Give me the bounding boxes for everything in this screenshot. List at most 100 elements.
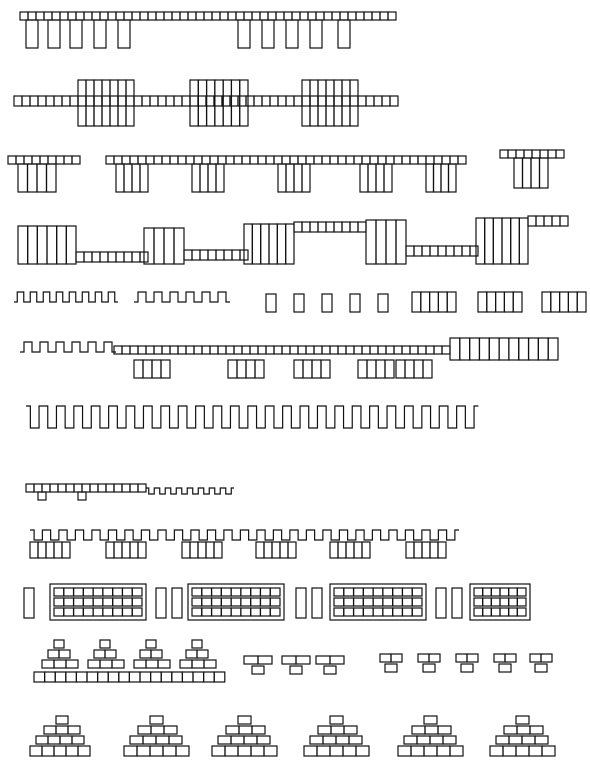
strip-cell (246, 96, 254, 106)
strip-cell (186, 346, 194, 354)
brick (423, 664, 435, 672)
brick (176, 746, 189, 756)
brick (78, 746, 90, 756)
brick (516, 716, 529, 724)
block-bar (228, 360, 237, 378)
brick (93, 598, 103, 606)
strip-cell (386, 346, 394, 354)
strip-cell (426, 156, 434, 164)
brick (424, 716, 437, 724)
block-bar (134, 360, 143, 378)
brick (44, 726, 56, 734)
strip-cell (142, 96, 150, 106)
brick (54, 640, 64, 648)
strip-cell (92, 12, 100, 20)
strip-cell (74, 484, 82, 492)
strip-cell (206, 96, 214, 106)
brick (122, 608, 132, 616)
strip-cell (314, 346, 322, 354)
bar (266, 294, 276, 312)
brick (517, 726, 530, 734)
strip-cell (378, 346, 386, 354)
brick (336, 736, 349, 744)
strip-cell (316, 12, 324, 20)
block-bar (460, 338, 470, 360)
strip-cell (212, 12, 220, 20)
strip-cell (106, 484, 114, 492)
block-bar (487, 292, 496, 312)
brick (158, 660, 170, 668)
brick (344, 588, 354, 596)
brick (241, 598, 251, 606)
brick (221, 608, 231, 616)
strip-cell (130, 156, 138, 164)
block-bar (198, 80, 206, 126)
block-bar (531, 158, 540, 188)
block-bar (30, 542, 38, 558)
bar (350, 294, 360, 312)
brick (212, 746, 225, 756)
brick (182, 672, 193, 682)
pendant (118, 20, 130, 48)
block-bar (294, 360, 303, 378)
strip-cell (234, 156, 242, 164)
brick (391, 654, 402, 662)
block-bar (422, 542, 430, 558)
brick (483, 598, 492, 606)
strip-cell (318, 96, 326, 106)
brick (94, 650, 105, 658)
strip-cell (124, 12, 132, 20)
strip-cell (98, 484, 106, 492)
brick (344, 598, 354, 606)
block-bar (216, 164, 224, 192)
brick (221, 598, 231, 606)
strip-cell (180, 12, 188, 20)
strip-cell (402, 346, 410, 354)
meander-line (26, 406, 478, 428)
block-bar (326, 80, 334, 126)
brick (330, 746, 343, 756)
brick (344, 726, 357, 734)
block-bar (161, 360, 170, 378)
block-bar (485, 218, 494, 264)
meander-line (30, 530, 459, 540)
strip-cell (274, 346, 282, 354)
brick (204, 672, 215, 682)
block-bar (447, 292, 456, 312)
strip-cell (138, 156, 146, 164)
strip-cell (548, 150, 556, 158)
brick (334, 608, 344, 616)
brick (509, 608, 518, 616)
brick (270, 598, 280, 606)
block-bar (318, 80, 326, 126)
strip-cell (516, 150, 524, 158)
strip-cell (382, 96, 390, 106)
brick (331, 726, 344, 734)
strip-cell (132, 252, 140, 262)
strip-cell (500, 150, 508, 158)
strip-cell (202, 156, 210, 164)
brick (500, 588, 509, 596)
brick (354, 598, 364, 606)
block-bar (513, 292, 522, 312)
brick (74, 598, 84, 606)
block-bar (190, 80, 198, 126)
brick (146, 660, 158, 668)
brick (363, 588, 373, 596)
strip-cell (100, 12, 108, 20)
strip-cell (268, 12, 276, 20)
block-bar (412, 292, 421, 312)
strip-cell (458, 156, 466, 164)
brick (100, 660, 112, 668)
strip-cell (126, 96, 134, 106)
pendant (310, 20, 322, 48)
bar (296, 588, 306, 618)
strip-cell (218, 346, 226, 354)
brick (535, 664, 547, 672)
block-bar (237, 360, 246, 378)
brick (192, 660, 204, 668)
brick (36, 736, 48, 744)
brick (430, 736, 443, 744)
brick (270, 588, 280, 596)
strip-cell (370, 346, 378, 354)
